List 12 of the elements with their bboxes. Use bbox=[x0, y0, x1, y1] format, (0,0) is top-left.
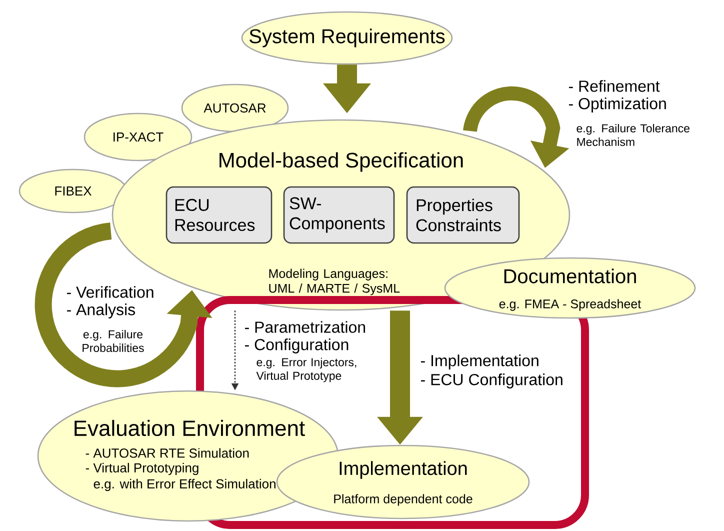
annotation-text: - Implementation bbox=[420, 354, 538, 370]
rounded-box: ECU Resources bbox=[166, 186, 272, 244]
annotation-text: - Optimization bbox=[568, 98, 666, 112]
rounded-box: SW-Components bbox=[283, 186, 395, 244]
annotation-text: - ECU Configuration bbox=[420, 374, 562, 388]
node-label: Implementation bbox=[340, 461, 467, 479]
annotation-text: - Parametrization bbox=[244, 321, 366, 333]
annotation-text: - Configuration bbox=[244, 338, 348, 354]
rounded-box: Properties Constraints bbox=[406, 186, 520, 244]
annotation-text: e.g. Failure Tolerance Mechanism bbox=[576, 124, 690, 146]
annotation-text: e.g. Failure Probabilities bbox=[82, 330, 144, 352]
annotation-text: - Refinement bbox=[568, 80, 660, 92]
